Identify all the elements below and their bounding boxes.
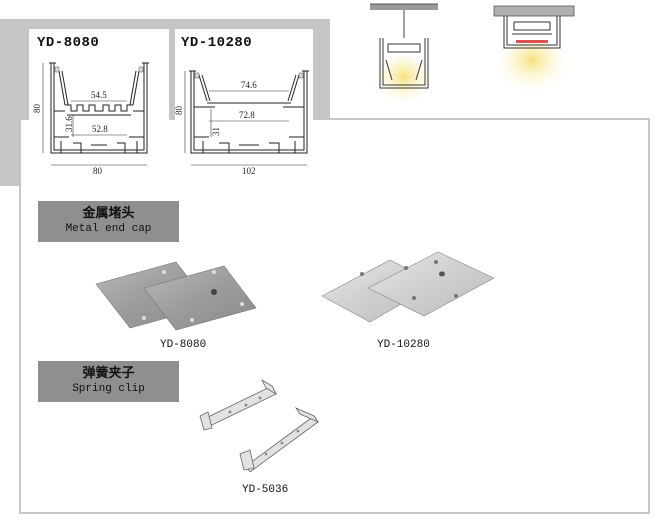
section-title-cn: 弹簧夹子 <box>82 366 135 381</box>
dim-width: 80 <box>93 166 103 176</box>
dim-side: 31 <box>211 127 221 136</box>
dim-top: 54.5 <box>91 90 107 100</box>
dim-height: 80 <box>32 104 42 114</box>
dim-side: 31.6 <box>64 116 74 132</box>
profile-drawing-yd10280: 74.6 72.8 31 80 102 <box>175 70 309 176</box>
profile-title: YD-8080 <box>37 35 100 51</box>
end-cap-label-yd8080: YD-8080 <box>160 339 207 351</box>
spring-clip-image <box>199 378 320 472</box>
profile-card-yd8080: YD-8080 <box>29 29 169 176</box>
end-cap-yd8080-image <box>95 261 257 331</box>
dim-height: 80 <box>175 106 184 116</box>
pendant-install-illustration <box>370 3 438 108</box>
section-banner-end-cap: 金属堵头 Metal end cap <box>38 201 179 242</box>
dim-inner: 52.8 <box>92 124 108 134</box>
recessed-install-illustration <box>493 5 575 102</box>
profile-card-yd10280: YD-10280 74.6 72.8 31 80 <box>175 29 313 176</box>
profile-title: YD-10280 <box>181 35 253 51</box>
section-banner-spring-clip: 弹簧夹子 Spring clip <box>38 361 179 402</box>
profile-drawing-yd8080: 54.5 52.8 31.6 80 80 <box>32 62 149 176</box>
dim-inner: 72.8 <box>239 110 255 120</box>
section-title-en: Metal end cap <box>65 223 152 235</box>
end-cap-yd10280-image <box>321 251 495 323</box>
section-title-cn: 金属堵头 <box>82 206 135 221</box>
dim-width: 102 <box>242 166 256 176</box>
dim-top: 74.6 <box>241 80 257 90</box>
section-title-en: Spring clip <box>72 383 145 395</box>
spring-clip-label-yd5036: YD-5036 <box>242 484 289 496</box>
end-cap-label-yd10280: YD-10280 <box>377 339 430 351</box>
